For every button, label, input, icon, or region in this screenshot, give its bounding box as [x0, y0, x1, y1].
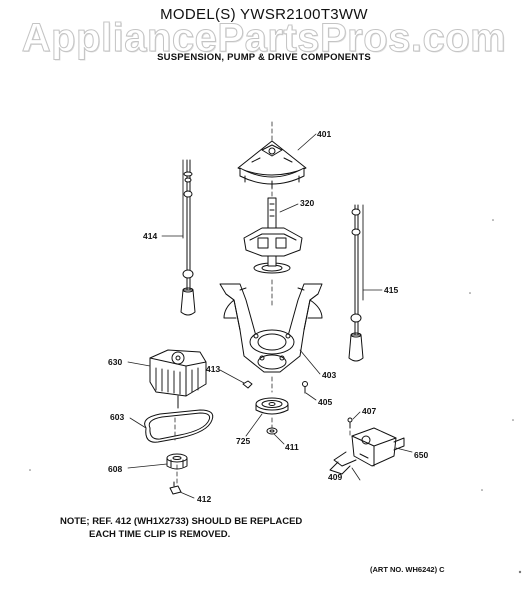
note-line-2: EACH TIME CLIP IS REMOVED. — [89, 529, 231, 540]
part-412-clip — [169, 481, 182, 495]
callout-414: 414 — [143, 231, 158, 241]
scan-specks — [29, 219, 522, 574]
part-407-screw — [347, 417, 353, 429]
leader-lines — [127, 133, 413, 499]
callout-608: 608 — [108, 464, 123, 474]
part-401-cover — [237, 140, 307, 189]
part-725-pulley — [255, 397, 289, 415]
callout-401: 401 — [317, 129, 332, 139]
part-608-motor-pulley — [166, 453, 188, 470]
part-603-drive-belt — [144, 409, 214, 443]
callout-630: 630 — [108, 357, 123, 367]
watermark-logo: AppliancePartsPros.com — [21, 16, 507, 61]
callout-409: 409 — [328, 472, 343, 482]
replacement-note: NOTE; REF. 412 (WH1X2733) SHOULD BE REPL… — [60, 515, 360, 541]
callout-411: 411 — [285, 442, 299, 452]
part-320-shaft-assembly — [243, 197, 303, 274]
part-630-motor — [149, 349, 207, 409]
callout-412: 412 — [197, 494, 212, 504]
part-403-mounting-plate — [219, 283, 323, 373]
model-title: MODEL(S) YWSR2100T3WW — [160, 6, 368, 23]
callout-413: 413 — [206, 364, 221, 374]
part-405-screw — [302, 381, 308, 394]
part-411-washer — [266, 427, 278, 435]
part-413-nut — [242, 380, 253, 389]
callout-320: 320 — [300, 198, 315, 208]
note-line-1: NOTE; REF. 412 (WH1X2733) SHOULD BE REPL… — [60, 516, 303, 527]
callout-650: 650 — [414, 450, 429, 460]
part-650-pump — [329, 427, 405, 475]
callout-415: 415 — [384, 285, 399, 295]
section-title: SUSPENSION, PUMP & DRIVE COMPONENTS — [157, 52, 371, 63]
callout-725: 725 — [236, 436, 251, 446]
callout-403: 403 — [322, 370, 337, 380]
part-414-suspension-rod — [180, 159, 196, 316]
callout-407: 407 — [362, 406, 377, 416]
part-415-suspension-rod — [348, 204, 364, 362]
callout-405: 405 — [318, 397, 333, 407]
callout-603: 603 — [110, 412, 125, 422]
art-number: (ART NO. WH6242) C — [370, 565, 445, 574]
